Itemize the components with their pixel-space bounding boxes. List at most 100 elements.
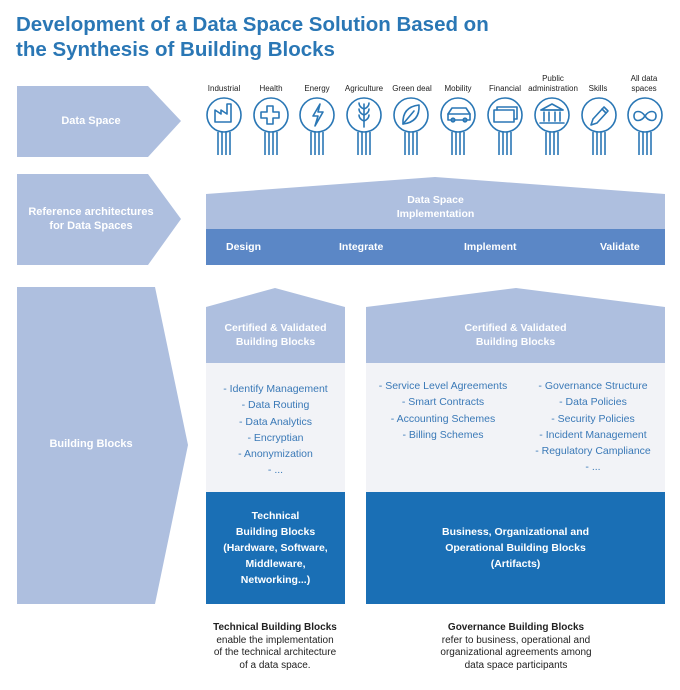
implementation-steps-bar xyxy=(206,229,665,265)
leaf-icon xyxy=(402,104,420,125)
list-item: - Data Routing xyxy=(241,399,310,412)
list-item: - Regulatory Campliance xyxy=(535,445,651,458)
domain-circle xyxy=(581,97,617,133)
technical-footer-line: of a data space. xyxy=(239,659,311,671)
technical-box-line: Technical xyxy=(251,510,300,522)
domain-circle xyxy=(346,97,382,133)
list-item: - Governance Structure xyxy=(538,380,648,392)
governance-list-panel xyxy=(366,363,665,492)
list-item: - Incident Management xyxy=(539,428,647,441)
governance-box-line: (Artifacts) xyxy=(490,558,541,570)
list-item: - Security Policies xyxy=(551,412,635,425)
list-item: - ... xyxy=(585,461,601,474)
government-building-icon xyxy=(539,103,565,124)
technical-footer-line: enable the implementation xyxy=(216,634,334,646)
domain-circle xyxy=(440,97,476,133)
row-label-data-space: Data Space xyxy=(61,115,121,127)
technical-header-line-1: Certified & Validated xyxy=(224,322,327,334)
wheat-icon xyxy=(358,102,370,128)
governance-items-left: - Service Level Agreements - Smart Contr… xyxy=(372,378,514,443)
step-validate: Validate xyxy=(600,241,640,253)
governance-items-right: - Governance Structure - Data Policies -… xyxy=(522,378,664,476)
implementation-title: Data Space Implementation xyxy=(206,193,665,221)
governance-footer: Governance Building Blocks refer to busi… xyxy=(396,622,636,672)
governance-box xyxy=(366,492,665,604)
domain-circle xyxy=(253,97,289,133)
domain-label-skills: Skills xyxy=(588,84,608,93)
list-item: - ... xyxy=(267,464,284,477)
list-item: - Identify Management xyxy=(223,383,328,395)
domain-label-public-administration: Public administration xyxy=(522,74,584,94)
technical-footer-line: of the technical architecture xyxy=(213,647,337,658)
domain-label-all-data-spaces: All data spaces xyxy=(616,74,672,94)
step-design: Design xyxy=(226,241,262,253)
page-title: Development of a Data Space Solution Bas… xyxy=(16,12,656,62)
list-item: - Service Level Agreements xyxy=(378,380,508,392)
list-item: - Data Analytics xyxy=(239,415,312,428)
implementation-title-line-2: Implementation xyxy=(396,208,475,220)
domain-icons xyxy=(206,97,663,155)
lightning-icon xyxy=(312,103,324,127)
domain-label-mobility: Mobility xyxy=(444,84,472,93)
technical-header-shape xyxy=(206,288,345,363)
step-integrate: Integrate xyxy=(339,241,384,253)
list-item: - Encryptian xyxy=(247,431,304,444)
domain-circle xyxy=(627,97,663,133)
governance-footer-line: data space participants xyxy=(464,659,568,671)
building-blocks-arrow xyxy=(17,287,188,604)
pencil-icon xyxy=(590,106,609,126)
list-item: - Anonymization xyxy=(238,448,313,461)
row-label-building-blocks: Building Blocks xyxy=(49,438,133,450)
list-item: - Smart Contracts xyxy=(401,396,485,409)
technical-header-line-2: Building Blocks xyxy=(235,336,316,348)
technical-footer-title: Technical Building Blocks xyxy=(213,622,337,633)
factory-icon xyxy=(214,103,232,123)
governance-footer-title: Governance Building Blocks xyxy=(447,622,585,633)
governance-box-line: Operational Building Blocks xyxy=(445,542,586,554)
domain-label-agriculture: Agriculture xyxy=(344,84,384,93)
technical-box-line: Networking...) xyxy=(240,574,311,586)
governance-box-text: Business, Organizational and Operational… xyxy=(366,524,665,572)
domain-label-public-line-2: administration xyxy=(528,84,578,93)
technical-footer: Technical Building Blocks enable the imp… xyxy=(190,622,360,672)
domain-circle xyxy=(393,97,429,133)
domain-label-green-deal: Green deal xyxy=(392,84,432,93)
implementation-roof xyxy=(206,177,665,229)
domain-circle xyxy=(534,97,570,133)
domain-circle xyxy=(299,97,335,133)
row-label-reference-line-1: Reference architectures xyxy=(28,206,154,218)
step-implement: Implement xyxy=(464,241,517,253)
governance-box-line: Business, Organizational and xyxy=(441,526,590,538)
domain-label-health: Health xyxy=(259,84,283,93)
page-title-line-2: the Synthesis of Building Blocks xyxy=(16,38,335,61)
governance-header-line-1: Certified & Validated xyxy=(464,322,567,334)
technical-items: - Identify Management - Data Routing - D… xyxy=(206,381,345,479)
domain-circle xyxy=(487,97,523,133)
governance-footer-line: refer to business, operational and xyxy=(441,634,591,646)
medical-cross-icon xyxy=(260,105,280,125)
banknote-icon xyxy=(493,106,518,123)
technical-box-line: (Hardware, Software, xyxy=(223,542,328,554)
domain-label-financial: Financial xyxy=(488,84,521,93)
technical-header: Certified & Validated Building Blocks xyxy=(206,321,345,349)
data-space-arrow xyxy=(17,86,181,157)
row-label-reference: Reference architectures for Data Spaces xyxy=(17,205,165,233)
car-icon xyxy=(447,107,471,123)
domain-label-industrial: Industrial xyxy=(207,84,241,93)
domain-circle xyxy=(206,97,242,133)
technical-list-panel xyxy=(206,363,345,492)
domain-label-all-line-2: spaces xyxy=(631,84,657,93)
domain-label-all-line-1: All data xyxy=(630,74,658,83)
governance-footer-line: organizational agreements among xyxy=(440,647,592,658)
reference-arrow xyxy=(17,174,181,265)
list-item: - Accounting Schemes xyxy=(390,412,496,425)
list-item: - Data Policies xyxy=(559,396,627,409)
technical-box xyxy=(206,492,345,604)
governance-header-line-2: Building Blocks xyxy=(475,336,556,348)
domain-label-energy: Energy xyxy=(304,84,330,93)
technical-box-line: Building Blocks xyxy=(235,526,316,538)
row-label-reference-line-2: for Data Spaces xyxy=(49,220,133,232)
list-item: - Billing Schemes xyxy=(402,428,484,441)
implementation-title-line-1: Data Space xyxy=(407,194,464,206)
